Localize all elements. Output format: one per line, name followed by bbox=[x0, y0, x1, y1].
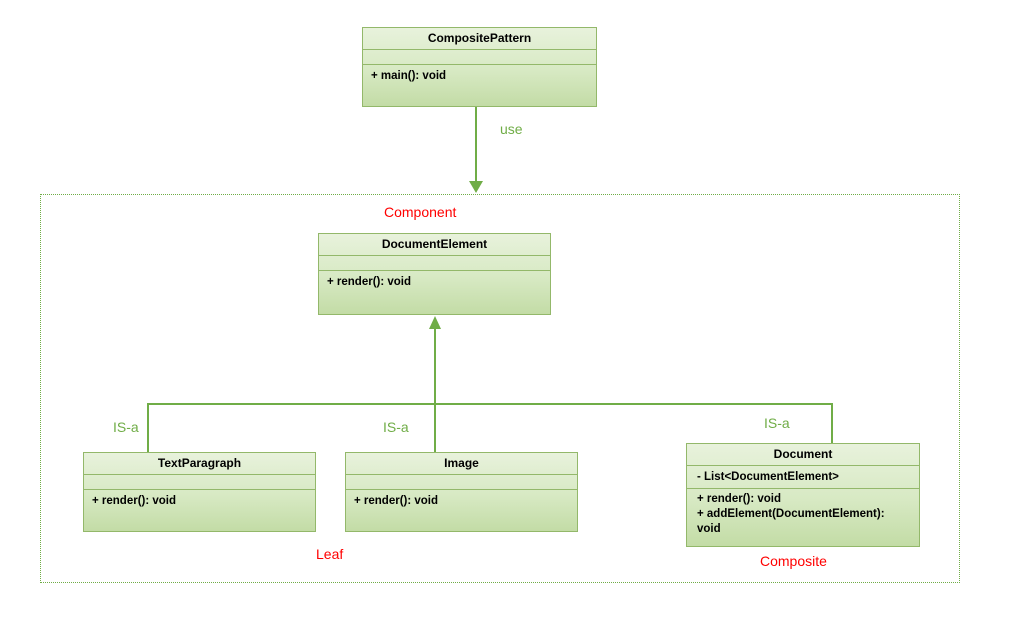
class-operations: + main(): void bbox=[363, 65, 596, 106]
class-attributes bbox=[346, 475, 577, 490]
is-a-label-middle: IS-a bbox=[383, 419, 409, 435]
component-role-label: Component bbox=[384, 204, 457, 220]
class-operations: + render(): void bbox=[346, 490, 577, 531]
class-operations: + render(): void bbox=[319, 271, 550, 314]
class-text-paragraph[interactable]: TextParagraph + render(): void bbox=[83, 452, 316, 532]
operation: + addElement(DocumentElement): bbox=[697, 508, 885, 520]
composite-role-label: Composite bbox=[760, 553, 827, 569]
leaf-role-label: Leaf bbox=[316, 546, 344, 562]
operation: + main(): void bbox=[371, 70, 447, 82]
use-label: use bbox=[500, 121, 523, 137]
class-attributes: - List<DocumentElement> bbox=[687, 466, 919, 489]
class-image[interactable]: Image + render(): void bbox=[345, 452, 578, 532]
class-name: CompositePattern bbox=[363, 28, 596, 50]
operation: void bbox=[697, 523, 721, 535]
class-composite-pattern[interactable]: CompositePattern + main(): void bbox=[362, 27, 597, 107]
operation: + render(): void bbox=[327, 276, 412, 288]
class-name: DocumentElement bbox=[319, 234, 550, 256]
class-name: Document bbox=[687, 444, 919, 466]
class-document-element[interactable]: DocumentElement + render(): void bbox=[318, 233, 551, 315]
class-attributes bbox=[363, 50, 596, 65]
operation: + render(): void bbox=[697, 493, 782, 505]
inheritance-arrowhead bbox=[429, 316, 441, 329]
is-a-label-right: IS-a bbox=[764, 415, 790, 431]
class-name: Image bbox=[346, 453, 577, 475]
class-document[interactable]: Document - List<DocumentElement> + rende… bbox=[686, 443, 920, 547]
class-attributes bbox=[84, 475, 315, 490]
class-operations: + render(): void bbox=[84, 490, 315, 531]
operation: + render(): void bbox=[92, 495, 177, 507]
class-attributes bbox=[319, 256, 550, 271]
is-a-label-left: IS-a bbox=[113, 419, 139, 435]
class-operations: + render(): void + addElement(DocumentEl… bbox=[687, 489, 919, 546]
class-name: TextParagraph bbox=[84, 453, 315, 475]
operation: + render(): void bbox=[354, 495, 439, 507]
use-arrowhead bbox=[469, 181, 483, 193]
component-group-boundary bbox=[40, 194, 960, 583]
